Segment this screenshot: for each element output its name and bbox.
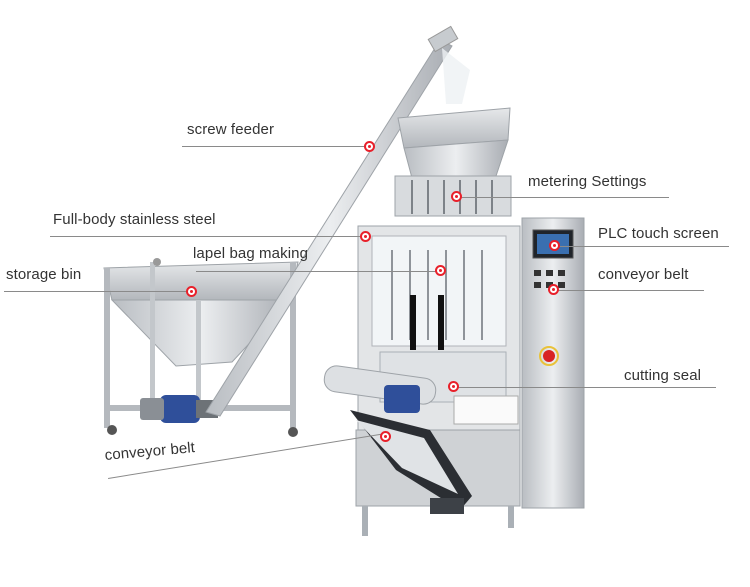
- cutting-seal-marker: [448, 381, 459, 392]
- storage-bin-label: storage bin: [6, 266, 82, 283]
- lapel-bag-making-marker: [435, 265, 446, 276]
- plc-touch-screen-marker: [549, 240, 560, 251]
- metering-settings-marker: [451, 191, 462, 202]
- top-hopper: [394, 107, 512, 217]
- screw-feeder-marker: [364, 141, 375, 152]
- stainless-steel-label: Full-body stainless steel: [53, 211, 216, 228]
- screw-feeder-label: screw feeder: [187, 121, 275, 138]
- cutting-seal-label: cutting seal: [624, 367, 702, 384]
- lapel-bag-making-label: lapel bag making: [193, 245, 309, 262]
- stainless-steel-leader: [50, 236, 366, 237]
- conveyor-belt-right-leader: [554, 290, 704, 291]
- storage-bin-marker: [186, 286, 197, 297]
- screw-feeder-tube: [205, 25, 470, 417]
- storage-bin-leader: [4, 291, 192, 292]
- stainless-steel-marker: [360, 231, 371, 242]
- metering-settings-label: metering Settings: [528, 173, 647, 190]
- motor: [140, 395, 218, 423]
- conveyor-belt-right-marker: [548, 284, 559, 295]
- conveyor-belt-right-label: conveyor belt: [598, 266, 689, 283]
- plc-touch-screen-label: PLC touch screen: [598, 225, 719, 242]
- screw-feeder-leader: [182, 146, 370, 147]
- control-panel: [521, 217, 585, 509]
- lapel-bag-making-leader: [196, 271, 441, 272]
- plc-touch-screen-leader: [555, 246, 729, 247]
- conveyor-belt-left-marker: [380, 431, 391, 442]
- metering-settings-leader: [457, 197, 669, 198]
- cutting-seal-leader: [454, 387, 716, 388]
